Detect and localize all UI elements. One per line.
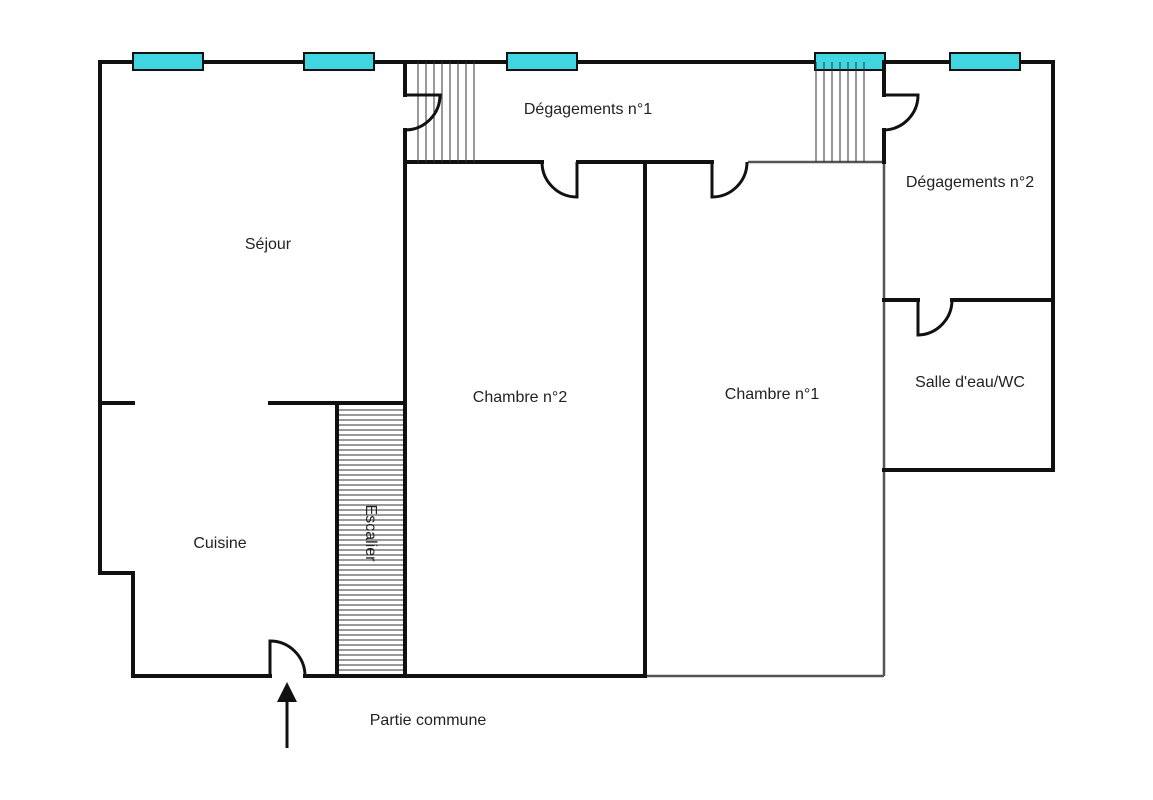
room-label-degagement2: Dégagements n°2 bbox=[906, 174, 1034, 191]
window bbox=[814, 52, 886, 71]
window bbox=[132, 52, 204, 71]
entrance-arrow-icon bbox=[277, 682, 297, 748]
window bbox=[303, 52, 375, 71]
room-label-degagement1: Dégagements n°1 bbox=[524, 101, 652, 118]
room-label-sejour: Séjour bbox=[245, 236, 292, 253]
door-chambre1 bbox=[710, 161, 749, 199]
interior-walls bbox=[98, 60, 1055, 678]
room-label-chambre2: Chambre n°2 bbox=[473, 389, 568, 406]
window bbox=[506, 52, 578, 71]
door-salle-eau bbox=[916, 299, 954, 337]
outer-walls bbox=[98, 60, 1055, 678]
room-label-chambre1: Chambre n°1 bbox=[725, 386, 820, 403]
entrance-label: Partie commune bbox=[370, 712, 487, 729]
room-label-escalier: Escalier bbox=[362, 505, 379, 563]
room-label-cuisine: Cuisine bbox=[193, 535, 246, 552]
window bbox=[949, 52, 1021, 71]
door-sejour bbox=[404, 93, 442, 132]
door-entrance bbox=[268, 639, 307, 677]
stair-hatch-2 bbox=[815, 62, 865, 162]
doors bbox=[268, 93, 954, 677]
door-chambre2 bbox=[540, 161, 579, 199]
room-label-salle-eau: Salle d'eau/WC bbox=[915, 374, 1025, 391]
stair-hatch-1 bbox=[417, 62, 475, 162]
escalier-hatch bbox=[339, 409, 403, 671]
door-degagement2 bbox=[883, 93, 920, 132]
